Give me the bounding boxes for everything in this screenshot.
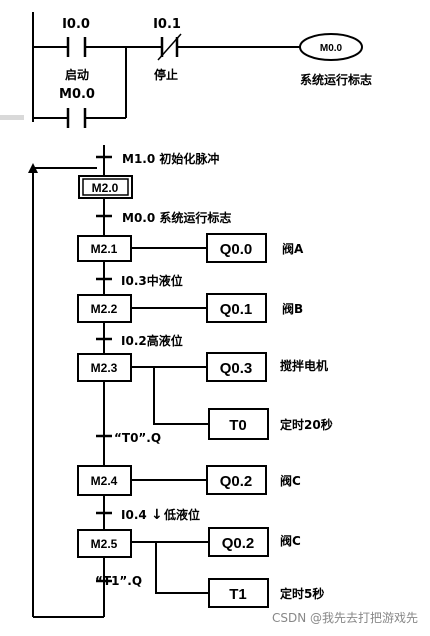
note-mixer-motor: 搅拌电机 [280,358,328,373]
transition-label-6-arrow: ↓ [151,507,163,523]
step-m2-4: M2.4 [91,474,118,488]
contact-start [66,37,87,57]
transition-label-7: “T1”.Q [95,574,142,588]
step-m2-1: M2.1 [91,242,118,256]
watermark: CSDN @我先去打把游戏先 [272,611,418,625]
loop-back-line [32,167,104,618]
contact-hold-address: M0.0 [59,87,95,102]
note-timer-20s: 定时20秒 [280,417,333,432]
note-valve-c-step4: 阀C [280,474,301,488]
transition-label-5: “T0”.Q [114,431,161,445]
contact-stop-address: I0.1 [153,17,181,32]
note-valve-c-step5: 阀C [280,534,301,548]
transition-label-4: I0.2高液位 [121,333,183,348]
note-valve-a: 阀A [282,242,304,256]
step-m2-0: M2.0 [92,181,119,195]
action-q0-3: Q0.3 [220,360,253,377]
action-t1: T1 [229,586,247,603]
contact-start-label: 启动 [65,67,89,82]
note-valve-b: 阀B [282,302,303,316]
note-timer-5s: 定时5秒 [280,586,324,601]
loop-arrow-up [28,163,38,173]
coil-address: M0.0 [320,43,343,54]
action-boxes [206,233,269,608]
side-strip [0,115,24,120]
action-q0-1: Q0.1 [220,301,253,318]
ladder-rung [32,12,300,122]
step-m2-2: M2.2 [91,302,118,316]
step-m2-5: M2.5 [91,537,118,551]
step-m2-3: M2.3 [91,361,118,375]
contact-hold [66,108,87,128]
action-q0-2-step4: Q0.2 [220,473,253,490]
contact-start-address: I0.0 [62,17,90,32]
transition-bars [96,155,112,583]
coil-label: 系统运行标志 [300,72,372,87]
action-links [131,247,209,594]
contact-stop-label: 停止 [154,67,178,82]
coil [299,33,363,61]
action-q0-2-step5: Q0.2 [222,535,255,552]
step-boxes [77,175,133,558]
transition-label-1: M1.0 初始化脉冲 [122,151,219,166]
transition-label-2: M0.0 系统运行标志 [122,210,231,225]
transition-label-3: I0.3中液位 [121,273,183,288]
transition-label-6a: I0.4 [121,508,147,522]
action-t0: T0 [229,417,247,434]
transition-label-6b: 低液位 [163,507,200,522]
action-q0-0: Q0.0 [220,241,253,258]
contact-stop-nc [157,33,182,61]
